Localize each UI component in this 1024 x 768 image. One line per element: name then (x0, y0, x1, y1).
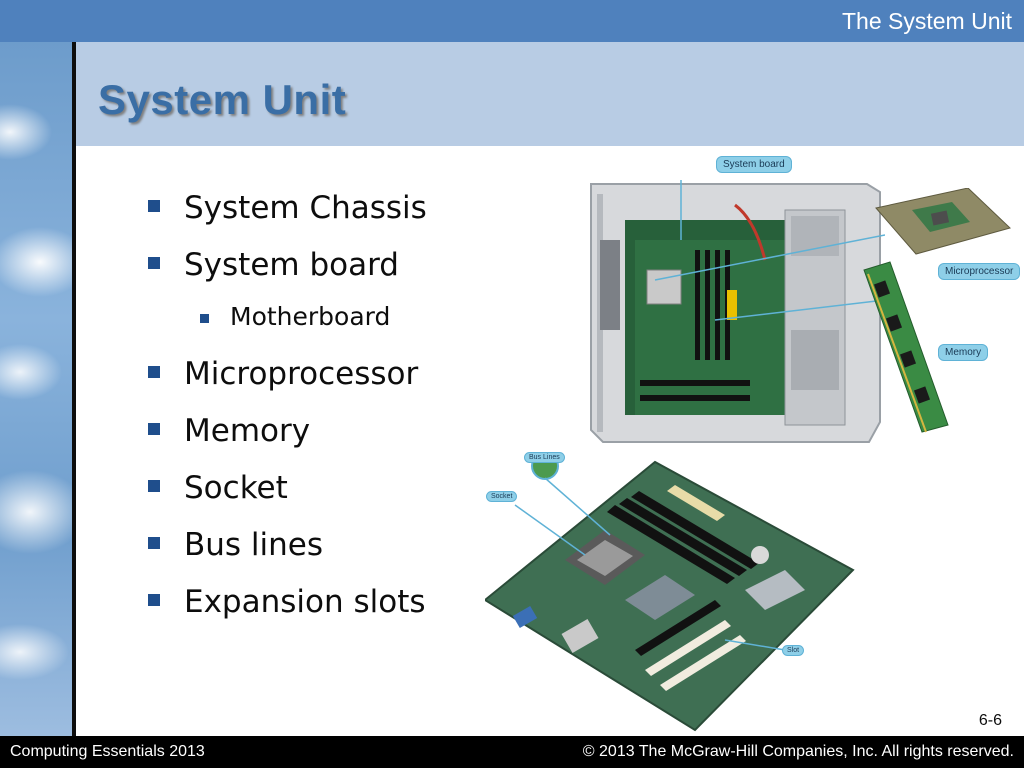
bullet-marker (148, 257, 160, 269)
footer-course-title: Computing Essentials 2013 (10, 743, 205, 760)
page-number: 6-6 (978, 712, 1002, 729)
slide-title: System Unit (98, 76, 347, 123)
bullet-text: Expansion slots (184, 584, 426, 620)
section-title: The System Unit (842, 8, 1012, 34)
bullet-text: Microprocessor (184, 356, 419, 392)
bullet-text: System board (184, 247, 399, 283)
sub-bullet-marker (200, 314, 209, 323)
bullet-item: Memory (148, 413, 468, 470)
callout-microprocessor: Microprocessor (938, 263, 1021, 280)
bullet-marker (148, 537, 160, 549)
sky-background-strip (0, 42, 72, 736)
bullet-marker (148, 366, 160, 378)
system-chassis-drawing (590, 180, 886, 443)
bullet-text: Bus lines (184, 527, 324, 563)
bullet-item: Bus lines (148, 527, 468, 584)
bullet-item: System Chassis (148, 190, 468, 247)
system-chassis-photo (585, 180, 886, 445)
sub-bullet-text: Motherboard (230, 302, 391, 331)
microprocessor-photo (872, 187, 1012, 258)
bullet-item: Expansion slots (148, 584, 468, 641)
callout-memory: Memory (938, 344, 989, 361)
callout-socket: Socket (486, 491, 518, 502)
bullet-text: System Chassis (184, 190, 427, 226)
bullet-text: Memory (184, 413, 311, 449)
bullet-marker (148, 594, 160, 606)
vertical-divider (72, 42, 76, 736)
bullet-text: Socket (184, 470, 288, 506)
microprocessor-drawing (875, 187, 1011, 255)
bullet-marker (148, 200, 160, 212)
footer-copyright: © 2013 The McGraw-Hill Companies, Inc. A… (582, 743, 1014, 760)
bullet-item: System board (148, 247, 468, 304)
title-band: System Unit (76, 42, 1024, 146)
footer-bar: Computing Essentials 2013 © 2013 The McG… (0, 736, 1024, 768)
memory-module-drawing (863, 261, 949, 433)
callout-system-board: System board (716, 156, 792, 173)
top-bar: The System Unit (0, 0, 1024, 42)
callout-slot: Slot (782, 645, 805, 656)
bullet-list: System Chassis System board Motherboard … (148, 190, 468, 641)
motherboard-photo (483, 452, 855, 732)
bullet-marker (148, 480, 160, 492)
bullet-item: Microprocessor (148, 356, 468, 413)
callout-bus-lines: Bus Lines (524, 452, 565, 463)
motherboard-drawing (483, 452, 855, 732)
bullet-marker (148, 423, 160, 435)
memory-module-photo (860, 260, 952, 435)
bullet-item: Socket (148, 470, 468, 527)
sub-bullet-item: Motherboard (148, 302, 468, 356)
